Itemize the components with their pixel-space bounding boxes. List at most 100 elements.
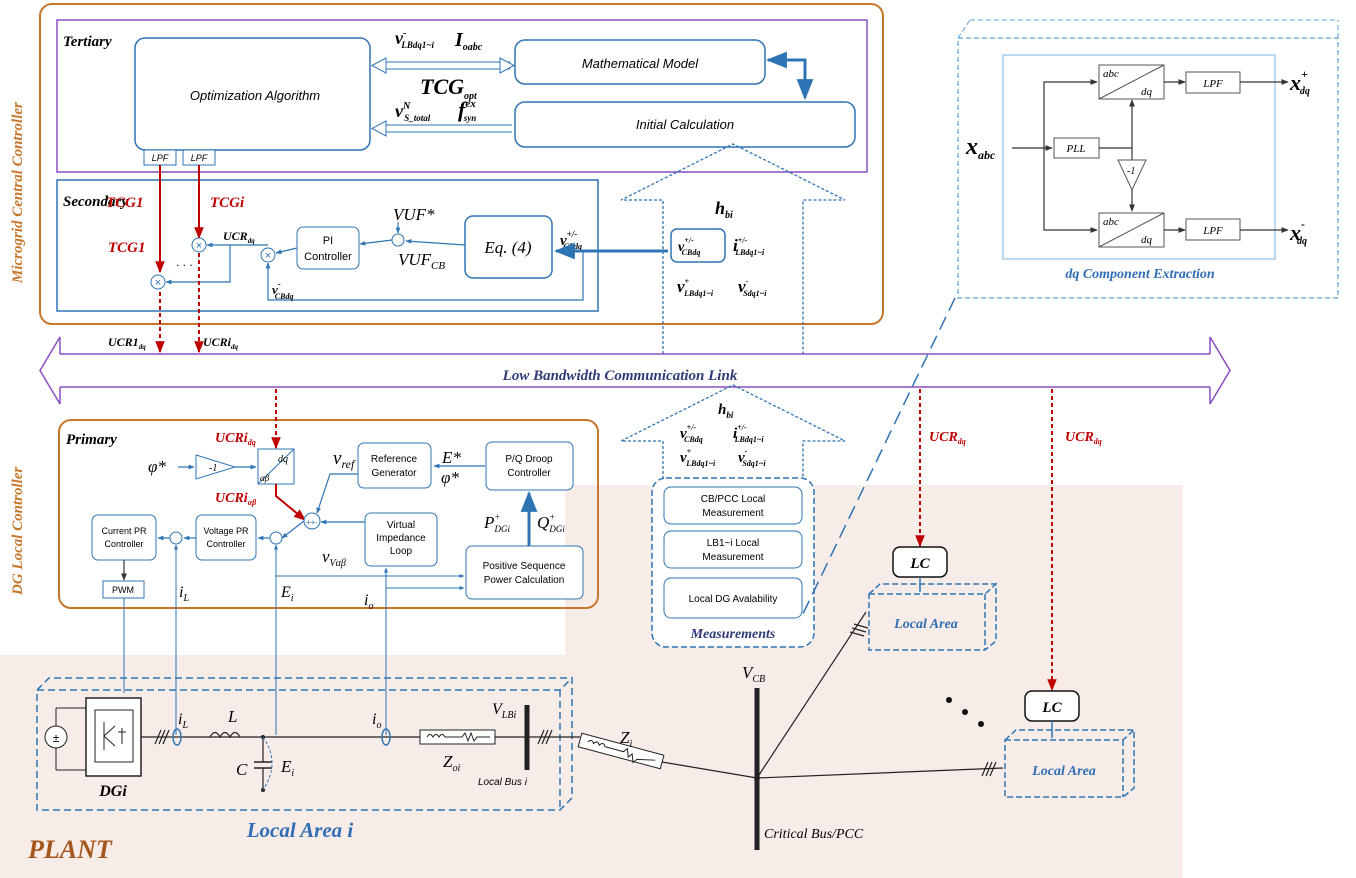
pi-label: PI [323, 235, 333, 247]
il-plant-label: i [178, 711, 182, 728]
optimization-algorithm-label: Optimization Algorithm [190, 88, 320, 103]
ref-to-summer [316, 473, 358, 514]
svg-text:VUFCB: VUFCB [398, 250, 445, 272]
p-dg-label: P [483, 513, 494, 532]
tertiary-box [56, 19, 868, 173]
voltage-pr-box [195, 514, 257, 561]
eq4-label: Eq. (4) [483, 238, 532, 257]
io-plant-label: i [372, 711, 376, 728]
model-to-initial-arrow [765, 51, 814, 101]
ucr-secondary-label: UCR [223, 229, 248, 243]
pwm-label: PWM [112, 585, 134, 595]
local-bus-label: Local Bus i [478, 777, 528, 788]
svg-text:iL: iL [178, 711, 188, 731]
neg1-label: -1 [1127, 166, 1135, 177]
lower-vs-label: v [738, 450, 745, 466]
local-area-label-2: Local Area [1031, 764, 1096, 779]
x-abc-label: x [965, 134, 978, 160]
ucr-right1-label: UCR [929, 430, 958, 445]
svg-text:v+LBdq1~i: v+LBdq1~i [677, 277, 714, 298]
mathematical-model-box [514, 39, 766, 85]
svg-text:iL: iL [179, 584, 189, 604]
dg-local-controller-box [58, 419, 599, 609]
svg-text:UCR1dq: UCR1dq [108, 335, 146, 351]
tertiary-title: Tertiary [63, 34, 112, 50]
lpf-label-2: LPF [191, 153, 208, 163]
il-sensor [172, 728, 182, 746]
svg-text:Ei: Ei [280, 584, 294, 604]
three-phase-mark-3 [849, 623, 869, 637]
tertiary-double-arrow-top [370, 57, 516, 74]
svg-text:v+LBdq1~i: v+LBdq1~i [680, 447, 716, 468]
central-controller-box [39, 3, 884, 325]
svg-text:++-: ++- [306, 518, 318, 527]
vcb-neg-feedback [265, 251, 584, 301]
virtual-impedance-box [364, 512, 438, 567]
lower-vlb-label: v [680, 450, 687, 466]
dgi-label: DGi [98, 783, 127, 800]
svg-text:i+/-LBdq1~i: i+/-LBdq1~i [733, 423, 764, 444]
local-area-box-1 [868, 582, 997, 651]
upper-vlb-label: v [677, 277, 685, 296]
lpf-bottom-label: LPF [1202, 225, 1223, 237]
svg-text:v-CBdq: v-CBdq [272, 279, 293, 301]
upper-vs-label: v [738, 277, 746, 296]
vref-label: v [333, 448, 342, 469]
svg-text:VLBi: VLBi [492, 701, 516, 721]
dq-extraction-title: dq Component Extraction [1065, 267, 1215, 282]
svg-text:±: ± [53, 731, 60, 745]
transform-dq: dq [278, 454, 288, 465]
pcc-to-area1 [756, 611, 867, 779]
abc-bottom-label: abc [1103, 216, 1119, 228]
pll-label: PLL [1066, 143, 1086, 155]
dq-bottom-label: dq [1141, 234, 1153, 246]
initial-calculation-label: Initial Calculation [636, 117, 734, 132]
communication-link [39, 336, 1231, 405]
transform-ab: αβ [260, 473, 270, 483]
vuf-cb-label: VUF [398, 250, 432, 269]
xabc-to-bottom [1043, 148, 1098, 233]
neg1-gain [1117, 159, 1147, 192]
eq-to-vuf [405, 238, 466, 246]
initial-calculation-box [514, 101, 856, 148]
svg-text:Zoi: Zoi [443, 752, 460, 774]
eq4-box [464, 215, 553, 279]
pi-to-summer [275, 247, 298, 255]
secondary-box [56, 179, 599, 312]
svg-text:VCB: VCB [742, 663, 765, 685]
svg-text:Q+DGi: Q+DGi [537, 512, 565, 534]
tcg1-label-2: TCG1 [108, 240, 146, 256]
capacitor-label: C [236, 760, 248, 779]
svg-text:x-dq: x-dq [1289, 217, 1307, 247]
summer-current [169, 531, 183, 545]
abc-top-label: abc [1103, 68, 1119, 80]
dgi-source: ± [44, 697, 142, 777]
ucri-dq-label: UCRi [215, 431, 248, 446]
critical-bus-label: Critical Bus/PCC [764, 827, 864, 842]
side-label-central: Microgrid Central Controller [10, 102, 26, 284]
il-primary-label: i [179, 584, 183, 601]
lpf-label-1: LPF [152, 153, 169, 163]
three-phase-mark-2 [537, 729, 553, 745]
positive-sequence-box [465, 545, 584, 600]
svg-text:v-Sdq1~i: v-Sdq1~i [738, 277, 767, 298]
primary-title: Primary [66, 432, 117, 448]
zoi-label: Z [443, 752, 453, 771]
tertiary-hollow-arrow-bottom [370, 120, 512, 137]
q-dg-label: Q [537, 513, 549, 532]
vlbi-label: V [492, 701, 504, 718]
lower-h-label: h [718, 402, 726, 418]
upper-ilb-label: i [733, 236, 738, 255]
svg-text:UCRdq: UCRdq [1065, 430, 1102, 446]
measurements-title: Measurements [690, 627, 776, 642]
svg-text:hbi: hbi [715, 198, 733, 221]
pcc-to-area2 [756, 767, 1004, 779]
